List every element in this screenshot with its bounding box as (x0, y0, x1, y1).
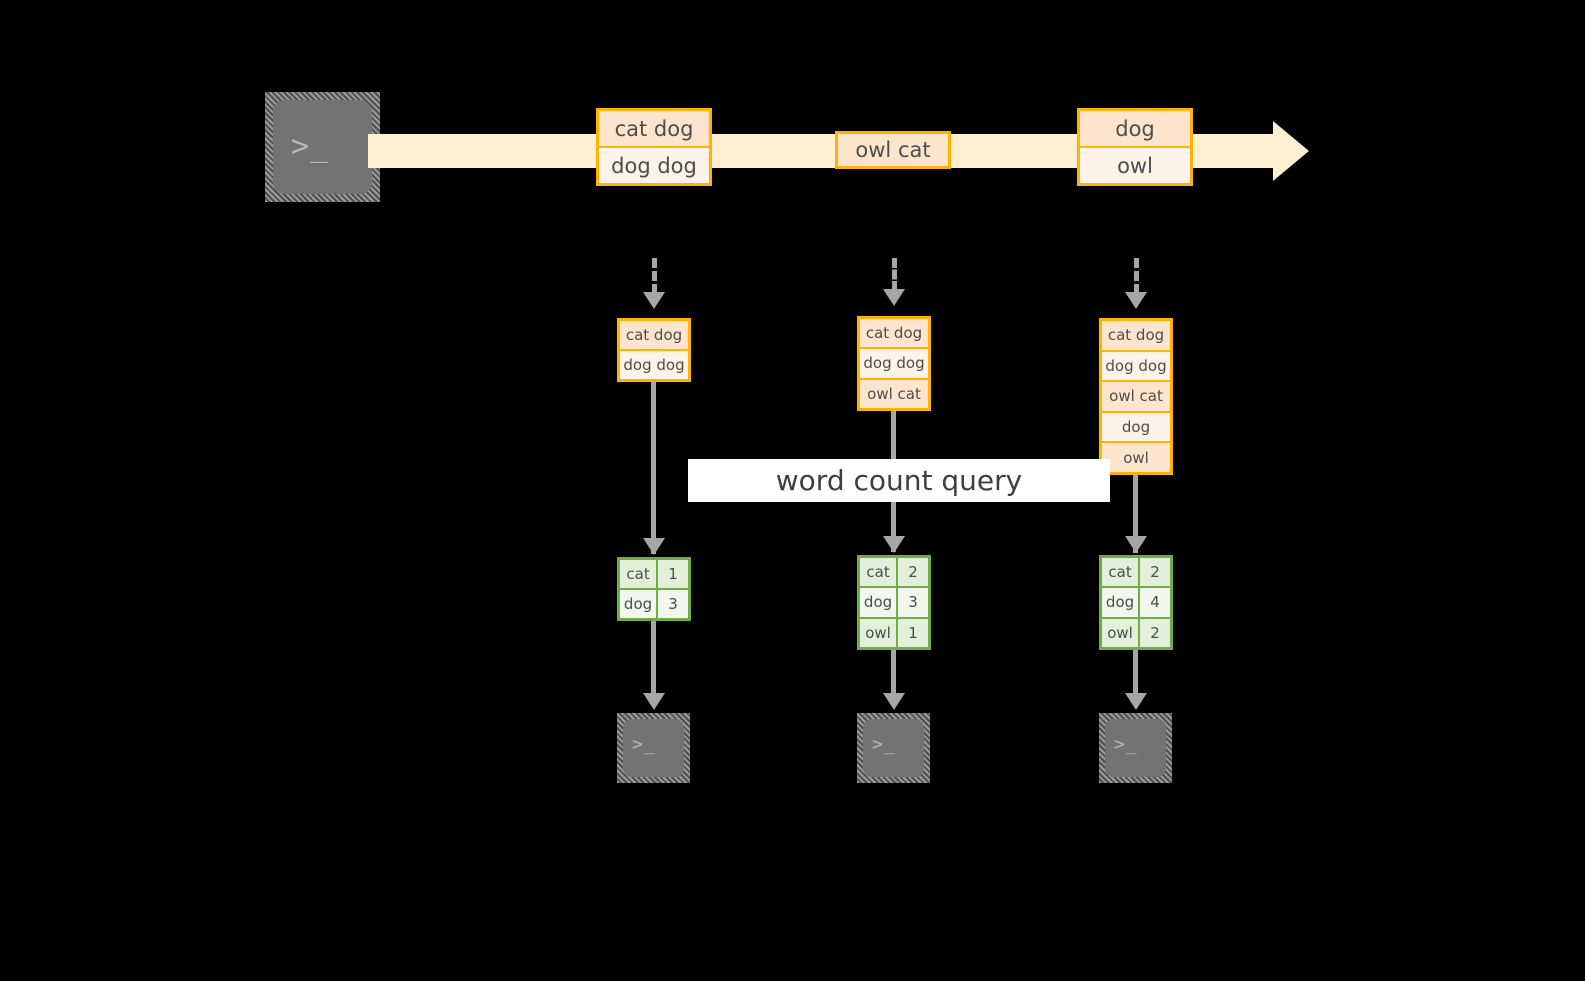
snapshot-input-line: cat dog (620, 321, 688, 351)
query-connector-arrowhead (1125, 536, 1147, 553)
terminal-screen: >_ (273, 100, 372, 194)
sink-connector-arrowhead (1125, 693, 1147, 710)
result-count: 4 (1140, 588, 1170, 617)
terminal-prompt-label: >_ (632, 734, 656, 755)
query-connector-arrowhead (643, 538, 665, 555)
word-count-result-table: cat 2 dog 4 owl 2 (1099, 555, 1173, 650)
stream-record-line: cat dog (599, 111, 709, 148)
terminal-prompt-label: >_ (1114, 734, 1138, 755)
result-word: dog (860, 588, 899, 617)
sink-connector (651, 621, 656, 705)
result-count: 2 (898, 558, 928, 587)
result-row: cat 2 (860, 558, 928, 589)
query-label-text: word count query (775, 464, 1023, 497)
terminal-prompt-label: >_ (872, 734, 896, 755)
word-count-result-table: cat 2 dog 3 owl 1 (857, 555, 931, 650)
snapshot-input-line: owl cat (860, 379, 928, 408)
snapshot-input-table: cat dog dog dog owl cat dog owl (1099, 318, 1173, 475)
stream-record: owl cat (835, 131, 951, 169)
query-label-banner: word count query (688, 459, 1110, 502)
result-word: cat (860, 558, 899, 587)
query-connector (1133, 475, 1138, 553)
result-row: owl 2 (1102, 618, 1170, 647)
query-connector-arrowhead (883, 536, 905, 553)
terminal-screen: >_ (623, 719, 684, 777)
snapshot-tap-connector (1134, 258, 1139, 294)
sink-terminal-icon: >_ (617, 713, 690, 783)
stream-record-line: dog (1080, 111, 1190, 148)
stream-record-line: owl (1080, 148, 1190, 183)
result-count: 3 (658, 590, 688, 618)
sink-connector (891, 650, 896, 705)
result-count: 2 (1140, 558, 1170, 587)
snapshot-tap-arrowhead (643, 292, 665, 309)
sink-terminal-icon: >_ (857, 713, 930, 783)
result-word: cat (1102, 558, 1141, 587)
result-row: dog 4 (1102, 588, 1170, 619)
snapshot-input-line: owl cat (1102, 382, 1170, 413)
result-word: dog (620, 590, 659, 618)
result-row: owl 1 (860, 618, 928, 647)
sink-connector-arrowhead (643, 693, 665, 710)
snapshot-input-line: owl (1102, 443, 1170, 472)
terminal-prompt-label: >_ (291, 129, 330, 164)
stream-record: dog owl (1077, 108, 1193, 186)
source-terminal-icon: >_ (265, 92, 380, 202)
word-count-result-table: cat 1 dog 3 (617, 557, 691, 621)
snapshot-input-line: cat dog (860, 319, 928, 350)
stream-record-line: owl cat (838, 134, 948, 166)
snapshot-input-line: dog (1102, 412, 1170, 444)
snapshot-tap-connector (892, 258, 897, 291)
event-stream-arrowhead (1273, 121, 1312, 181)
snapshot-tap-arrowhead (883, 289, 905, 306)
stream-record: cat dog dog dog (596, 108, 712, 186)
snapshot-input-table: cat dog dog dog owl cat (857, 316, 931, 411)
snapshot-tap-connector (652, 258, 657, 294)
result-count: 3 (898, 588, 928, 617)
sink-connector-arrowhead (883, 693, 905, 710)
result-row: cat 2 (1102, 558, 1170, 589)
result-word: dog (1102, 588, 1141, 617)
result-count: 1 (658, 560, 688, 588)
result-word: owl (1102, 618, 1141, 647)
query-connector (651, 382, 656, 554)
snapshot-input-table: cat dog dog dog (617, 318, 691, 382)
result-row: dog 3 (860, 588, 928, 619)
snapshot-input-line: dog dog (860, 349, 928, 380)
result-word: cat (620, 560, 659, 588)
stream-record-line: dog dog (599, 148, 709, 183)
result-word: owl (860, 618, 899, 647)
snapshot-tap-arrowhead (1125, 292, 1147, 309)
snapshot-input-line: cat dog (1102, 321, 1170, 352)
snapshot-input-line: dog dog (620, 351, 688, 379)
terminal-screen: >_ (1105, 719, 1166, 777)
result-row: dog 3 (620, 590, 688, 618)
snapshot-input-line: dog dog (1102, 351, 1170, 383)
sink-connector (1133, 650, 1138, 705)
result-row: cat 1 (620, 560, 688, 590)
sink-terminal-icon: >_ (1099, 713, 1172, 783)
result-count: 1 (898, 618, 928, 647)
terminal-screen: >_ (863, 719, 924, 777)
result-count: 2 (1140, 618, 1170, 647)
